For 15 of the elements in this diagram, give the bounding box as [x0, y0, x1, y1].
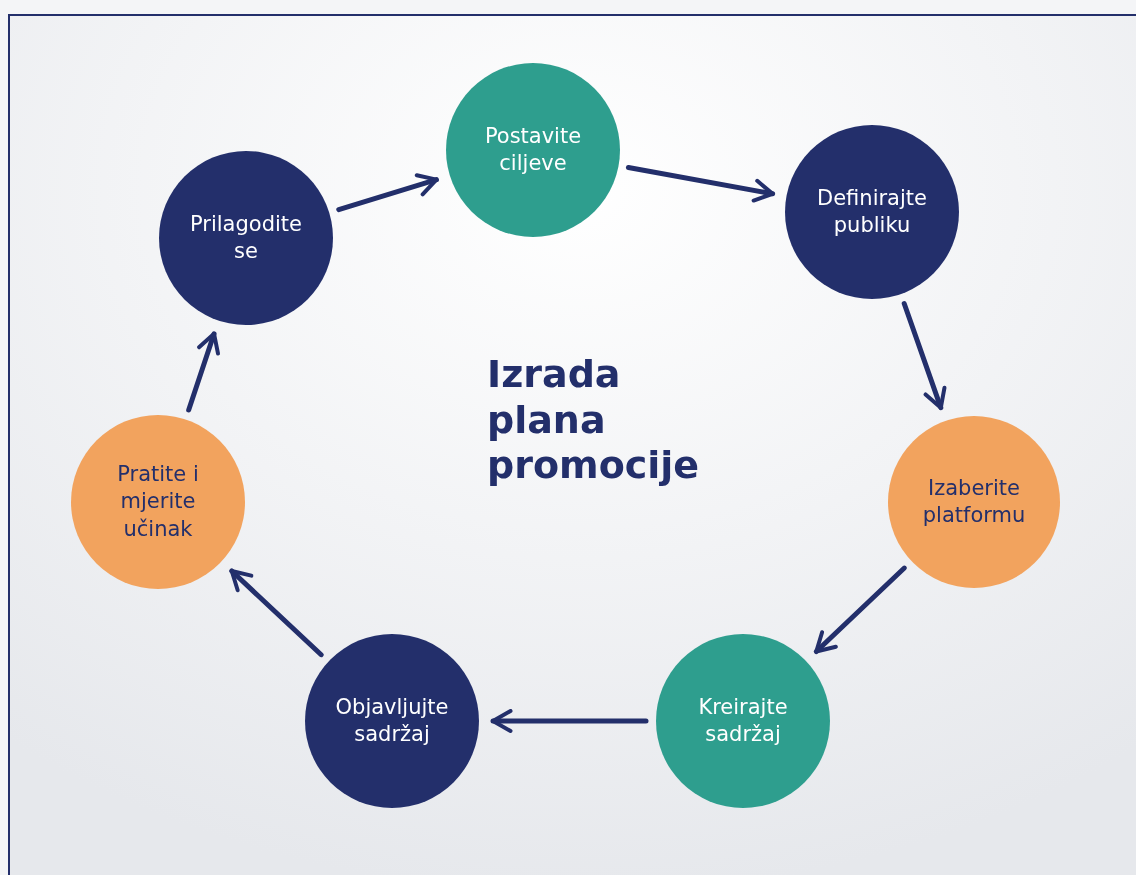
step-label: Izaberite platformu [921, 474, 1027, 529]
arrow [813, 565, 907, 654]
step-label: Prilagodite se [189, 210, 303, 265]
diagram-title: Izrada plana promocije [487, 352, 701, 489]
step-label: Objavljujte sadržaj [334, 693, 450, 748]
step-label: Pratite i mjerite učinak [116, 461, 200, 543]
arrow [490, 709, 649, 733]
arrow [186, 331, 220, 413]
step-label: Postavite ciljeve [483, 122, 583, 177]
arrow [336, 173, 439, 213]
arrow [229, 568, 324, 658]
step-label: Kreirajte sadržaj [697, 693, 789, 748]
arrow [625, 164, 776, 203]
step-label: Definirajte publiku [816, 184, 928, 239]
arrow [901, 301, 947, 411]
